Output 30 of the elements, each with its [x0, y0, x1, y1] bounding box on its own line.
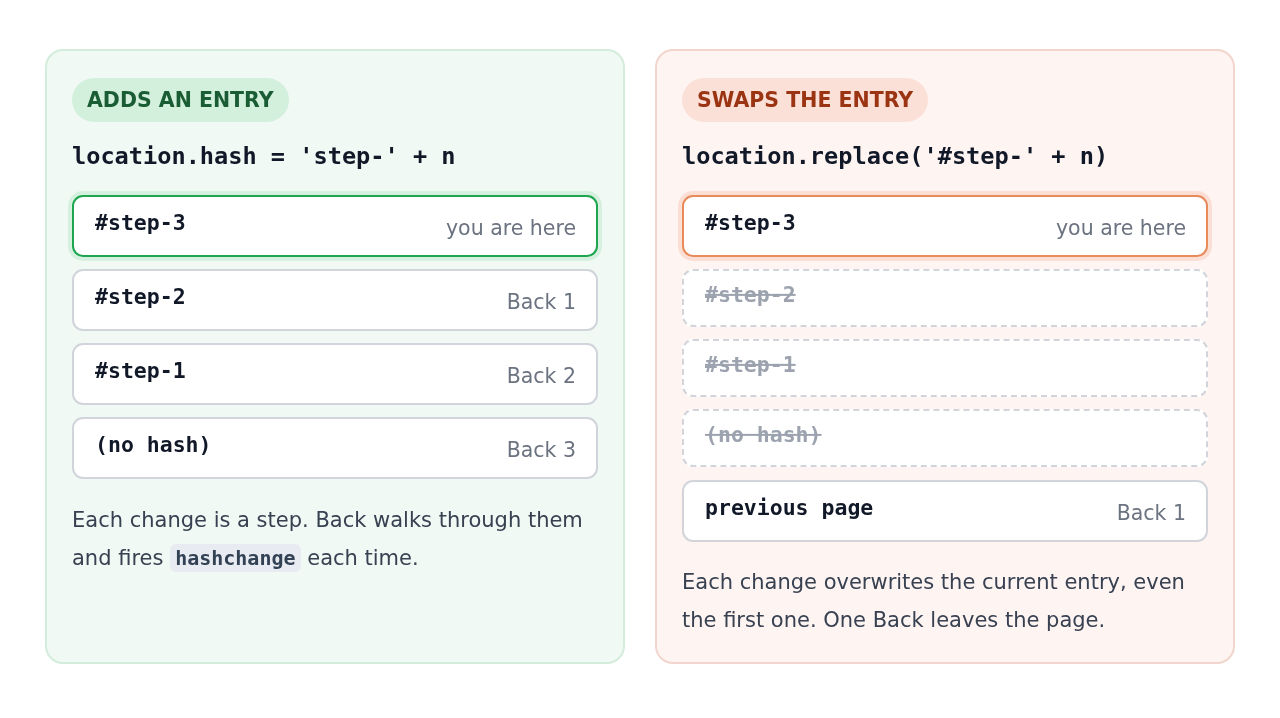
- entry-hash: (no hash): [705, 421, 822, 448]
- back-count-label: Back 1: [1116, 500, 1186, 527]
- position-note: you are here: [1055, 215, 1186, 242]
- entry-hash: #step-1: [95, 357, 186, 384]
- back-count-label: Back 1: [506, 289, 576, 316]
- description-text: Each change is a step. Back walks through them and fires hashchange each time.: [72, 507, 584, 574]
- category-badge: SWAPS THE ENTRY: [682, 78, 929, 122]
- history-entry: [682, 409, 1208, 467]
- comparison-panel: [45, 49, 625, 664]
- comparison-panel: [655, 49, 1235, 664]
- position-note: you are here: [445, 215, 576, 242]
- history-entry: [682, 339, 1208, 397]
- code-line: location.hash = 'step-' + n: [72, 141, 456, 171]
- description-text: Each change overwrites the current entry, even the first one. One Back leaves the page.: [682, 569, 1186, 634]
- back-count-label: Back 3: [506, 437, 576, 464]
- back-count-label: Back 2: [506, 363, 576, 390]
- history-entry: [72, 343, 598, 405]
- code-line: location.replace('#step-' + n): [682, 141, 1109, 171]
- history-entry: [682, 269, 1208, 327]
- entry-hash: (no hash): [95, 431, 212, 458]
- entry-hash: #step-3: [95, 209, 186, 236]
- entry-hash: #step-2: [705, 281, 796, 308]
- history-entry: [682, 480, 1208, 542]
- entry-hash: #step-2: [95, 283, 186, 310]
- category-badge: ADDS AN ENTRY: [72, 78, 289, 122]
- history-entry: [72, 417, 598, 479]
- entry-hash: #step-3: [705, 209, 796, 236]
- entry-hash: previous page: [705, 494, 874, 521]
- entry-hash: #step-1: [705, 351, 796, 378]
- history-entry: [72, 269, 598, 331]
